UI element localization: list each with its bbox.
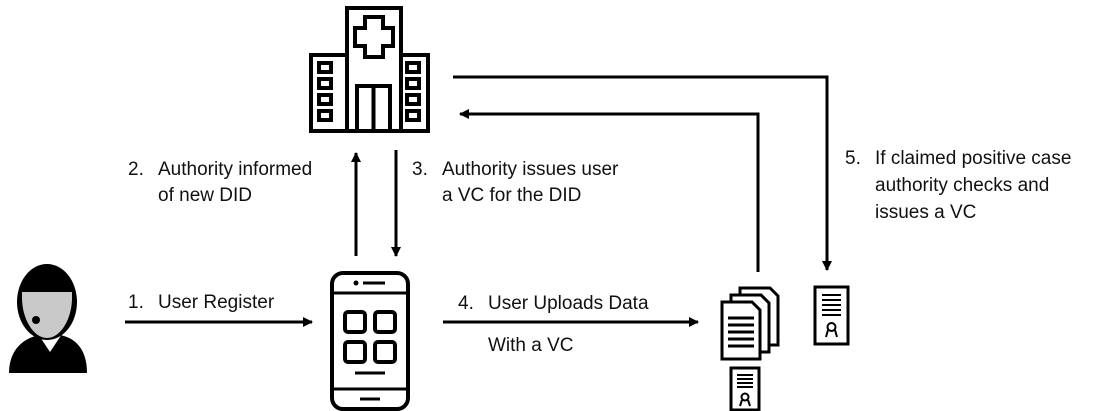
certificate-icon [813,285,850,346]
step-1-number: 1. [128,292,144,313]
step-2-text-line1: Authority informed [158,159,313,180]
step-5-text-line3: issues a VC [875,202,977,223]
arrow-hospital-to-certificate [453,75,832,271]
step-4-label: 4. User Uploads Data [458,291,649,317]
step-1-label: 1. User Register [128,290,274,316]
step-5-number: 5. [845,148,861,169]
step-3-text-line2: a VC for the DID [442,185,582,206]
step-3-label: 3. Authority issues user a VC for the DID [412,157,618,209]
step-3-text-line1: Authority issues user [442,159,619,180]
user-avatar-icon [9,264,87,373]
step-5-text-line2: authority checks and [875,175,1050,196]
arrow-documents-to-hospital [459,109,760,272]
step-2-label: 2. Authority informed of new DID [128,157,312,209]
step-4-text-line2: With a VC [488,335,574,356]
certificate-icon-small [729,366,761,411]
step-2-text-line2: of new DID [158,185,252,206]
step-5-text-line1: If claimed positive case [875,148,1072,169]
document-stack-icon [720,286,780,361]
step-5-label: 5. If claimed positive case authority che… [845,145,1071,226]
step-4-text-line1: User Uploads Data [488,293,649,314]
step-4-number: 4. [458,293,474,314]
smartphone-app-icon [330,271,410,411]
step-2-number: 2. [128,159,144,180]
hospital-icon [309,6,430,133]
step-1-text: User Register [158,292,275,313]
step-3-number: 3. [412,159,428,180]
